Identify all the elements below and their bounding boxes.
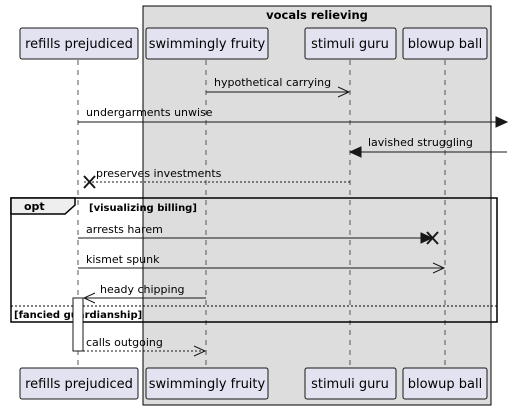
destroy-marker-icon	[426, 231, 439, 245]
message-heady-chipping: heady chipping	[82, 283, 206, 304]
fragment-guard: [visualizing billing]	[89, 203, 197, 214]
participant-label: blowup ball	[408, 37, 483, 52]
message-label: arrests harem	[86, 223, 163, 236]
participant-box	[142, 5, 492, 406]
message-label: hypothetical carrying	[214, 76, 331, 89]
destroy-marker-icon	[83, 175, 96, 189]
message-label: preserves investments	[96, 167, 222, 180]
message-arrests-harem: arrests harem	[78, 223, 439, 245]
participant-label: stimuli guru	[311, 377, 389, 392]
participant-swimmingly-fruity-top[interactable]: swimmingly fruity	[145, 27, 269, 60]
participant-label: swimmingly fruity	[149, 377, 266, 392]
message-undergarments-unwise: undergarments unwise	[78, 106, 509, 128]
participant-blowup-ball-top[interactable]: blowup ball	[402, 27, 488, 60]
participant-blowup-ball-bottom[interactable]: blowup ball	[402, 367, 488, 400]
message-label: lavished struggling	[368, 136, 473, 149]
participant-stimuli-guru-bottom[interactable]: stimuli guru	[304, 367, 397, 400]
participant-label: stimuli guru	[311, 37, 389, 52]
message-preserves-investments: preserves investments	[83, 167, 350, 189]
message-lavished-struggling: lavished struggling	[348, 136, 507, 158]
fragment-keyword: opt	[24, 200, 45, 213]
activation-bar	[72, 297, 84, 352]
participant-refills-prejudiced-bottom[interactable]: refills prejudiced	[19, 367, 139, 400]
message-label: kismet spunk	[86, 253, 160, 266]
message-kismet-spunk: kismet spunk	[78, 253, 446, 274]
message-calls-outgoing: calls outgoing	[83, 336, 207, 357]
message-label: calls outgoing	[86, 336, 163, 349]
participant-swimmingly-fruity-bottom[interactable]: swimmingly fruity	[145, 367, 269, 400]
participant-refills-prejudiced-top[interactable]: refills prejudiced	[19, 27, 139, 60]
message-hypothetical-carrying: hypothetical carrying	[206, 76, 351, 98]
participant-label: swimmingly fruity	[149, 37, 266, 52]
participant-label: refills prejudiced	[25, 37, 133, 52]
participant-stimuli-guru-top[interactable]: stimuli guru	[304, 27, 397, 60]
participant-box-title: vocals relieving	[266, 8, 368, 22]
participant-label: refills prejudiced	[25, 377, 133, 392]
message-label: undergarments unwise	[86, 106, 213, 119]
message-label: heady chipping	[100, 283, 185, 296]
participant-label: blowup ball	[408, 377, 483, 392]
